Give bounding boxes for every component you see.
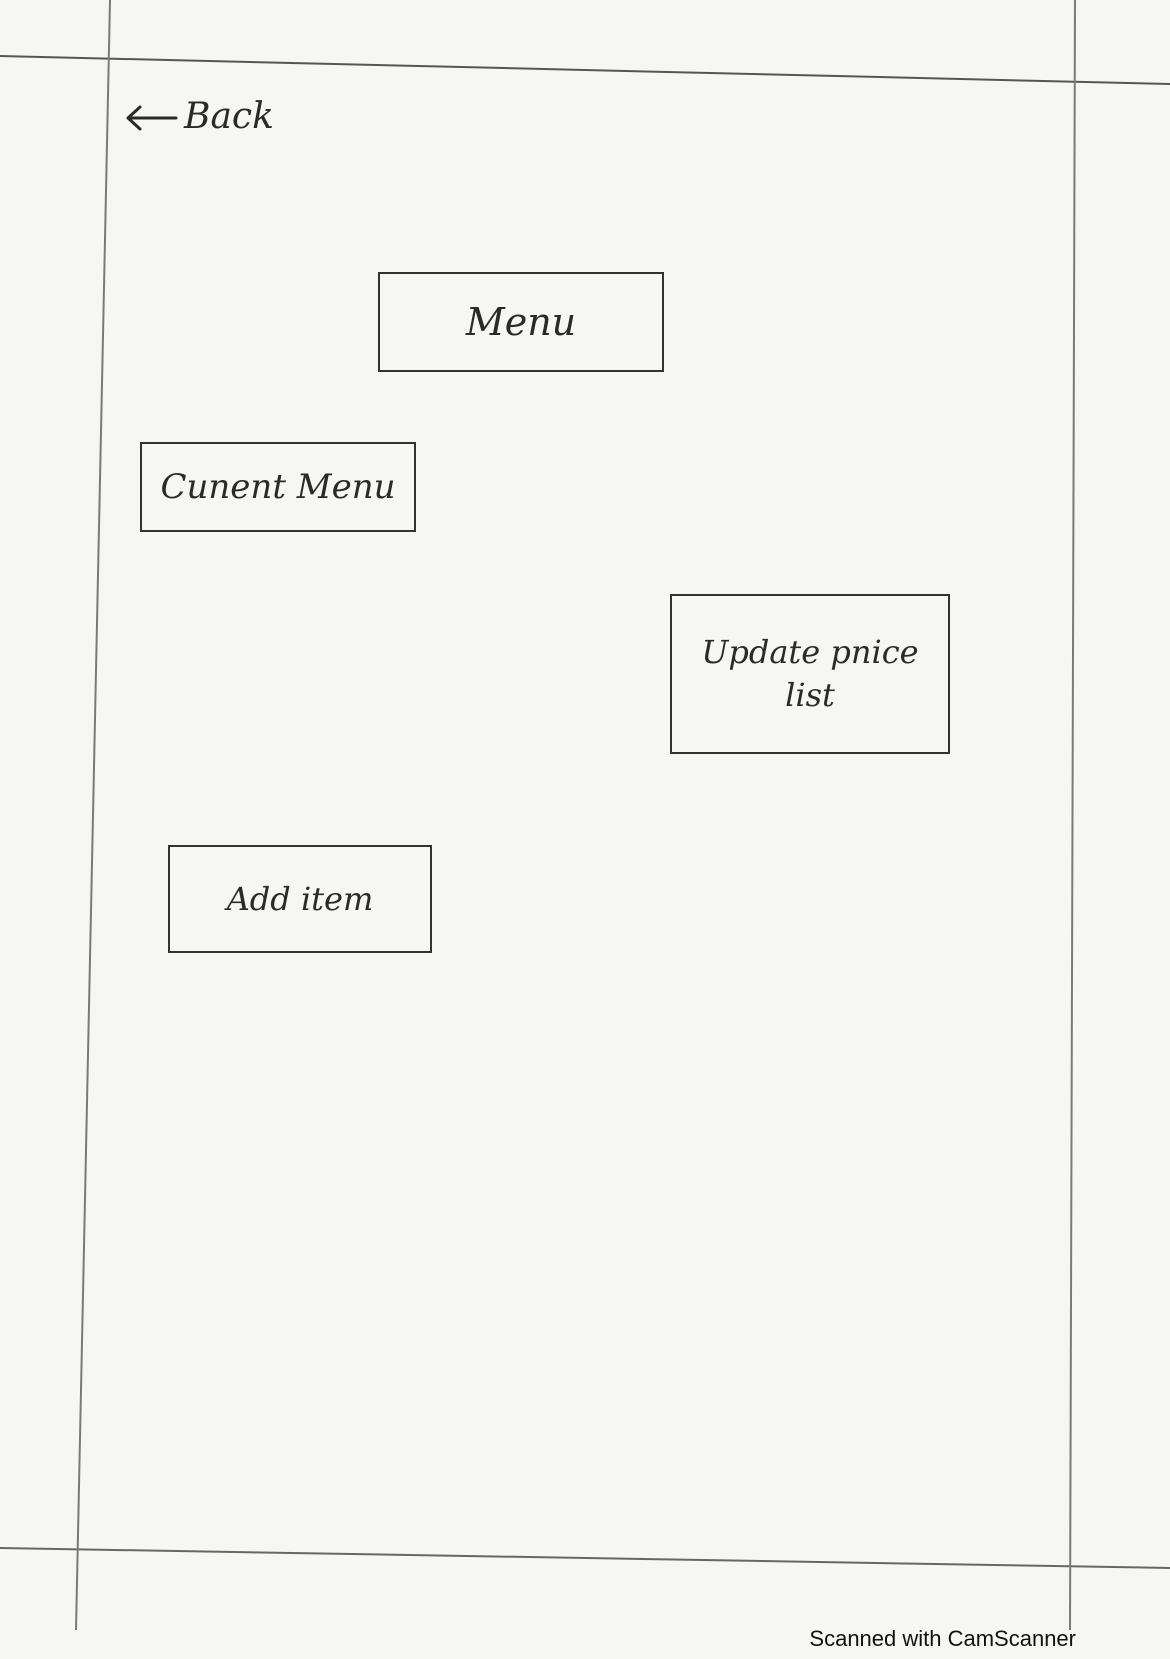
current-menu-button[interactable]: Cunent Menu xyxy=(140,442,416,532)
page-title: Menu xyxy=(465,300,577,344)
back-label: Back xyxy=(184,96,274,137)
update-price-list-button[interactable]: Update pnice list xyxy=(670,594,950,754)
add-item-label: Add item xyxy=(226,880,374,918)
left-arrow-icon xyxy=(126,105,178,130)
current-menu-label: Cunent Menu xyxy=(160,467,396,507)
back-button[interactable]: Back xyxy=(122,96,274,137)
scanner-watermark: Scanned with CamScanner xyxy=(809,1626,1076,1651)
update-price-list-label: Update pnice list xyxy=(701,632,919,714)
menu-title-box: Menu xyxy=(378,272,664,372)
add-item-button[interactable]: Add item xyxy=(168,845,432,953)
